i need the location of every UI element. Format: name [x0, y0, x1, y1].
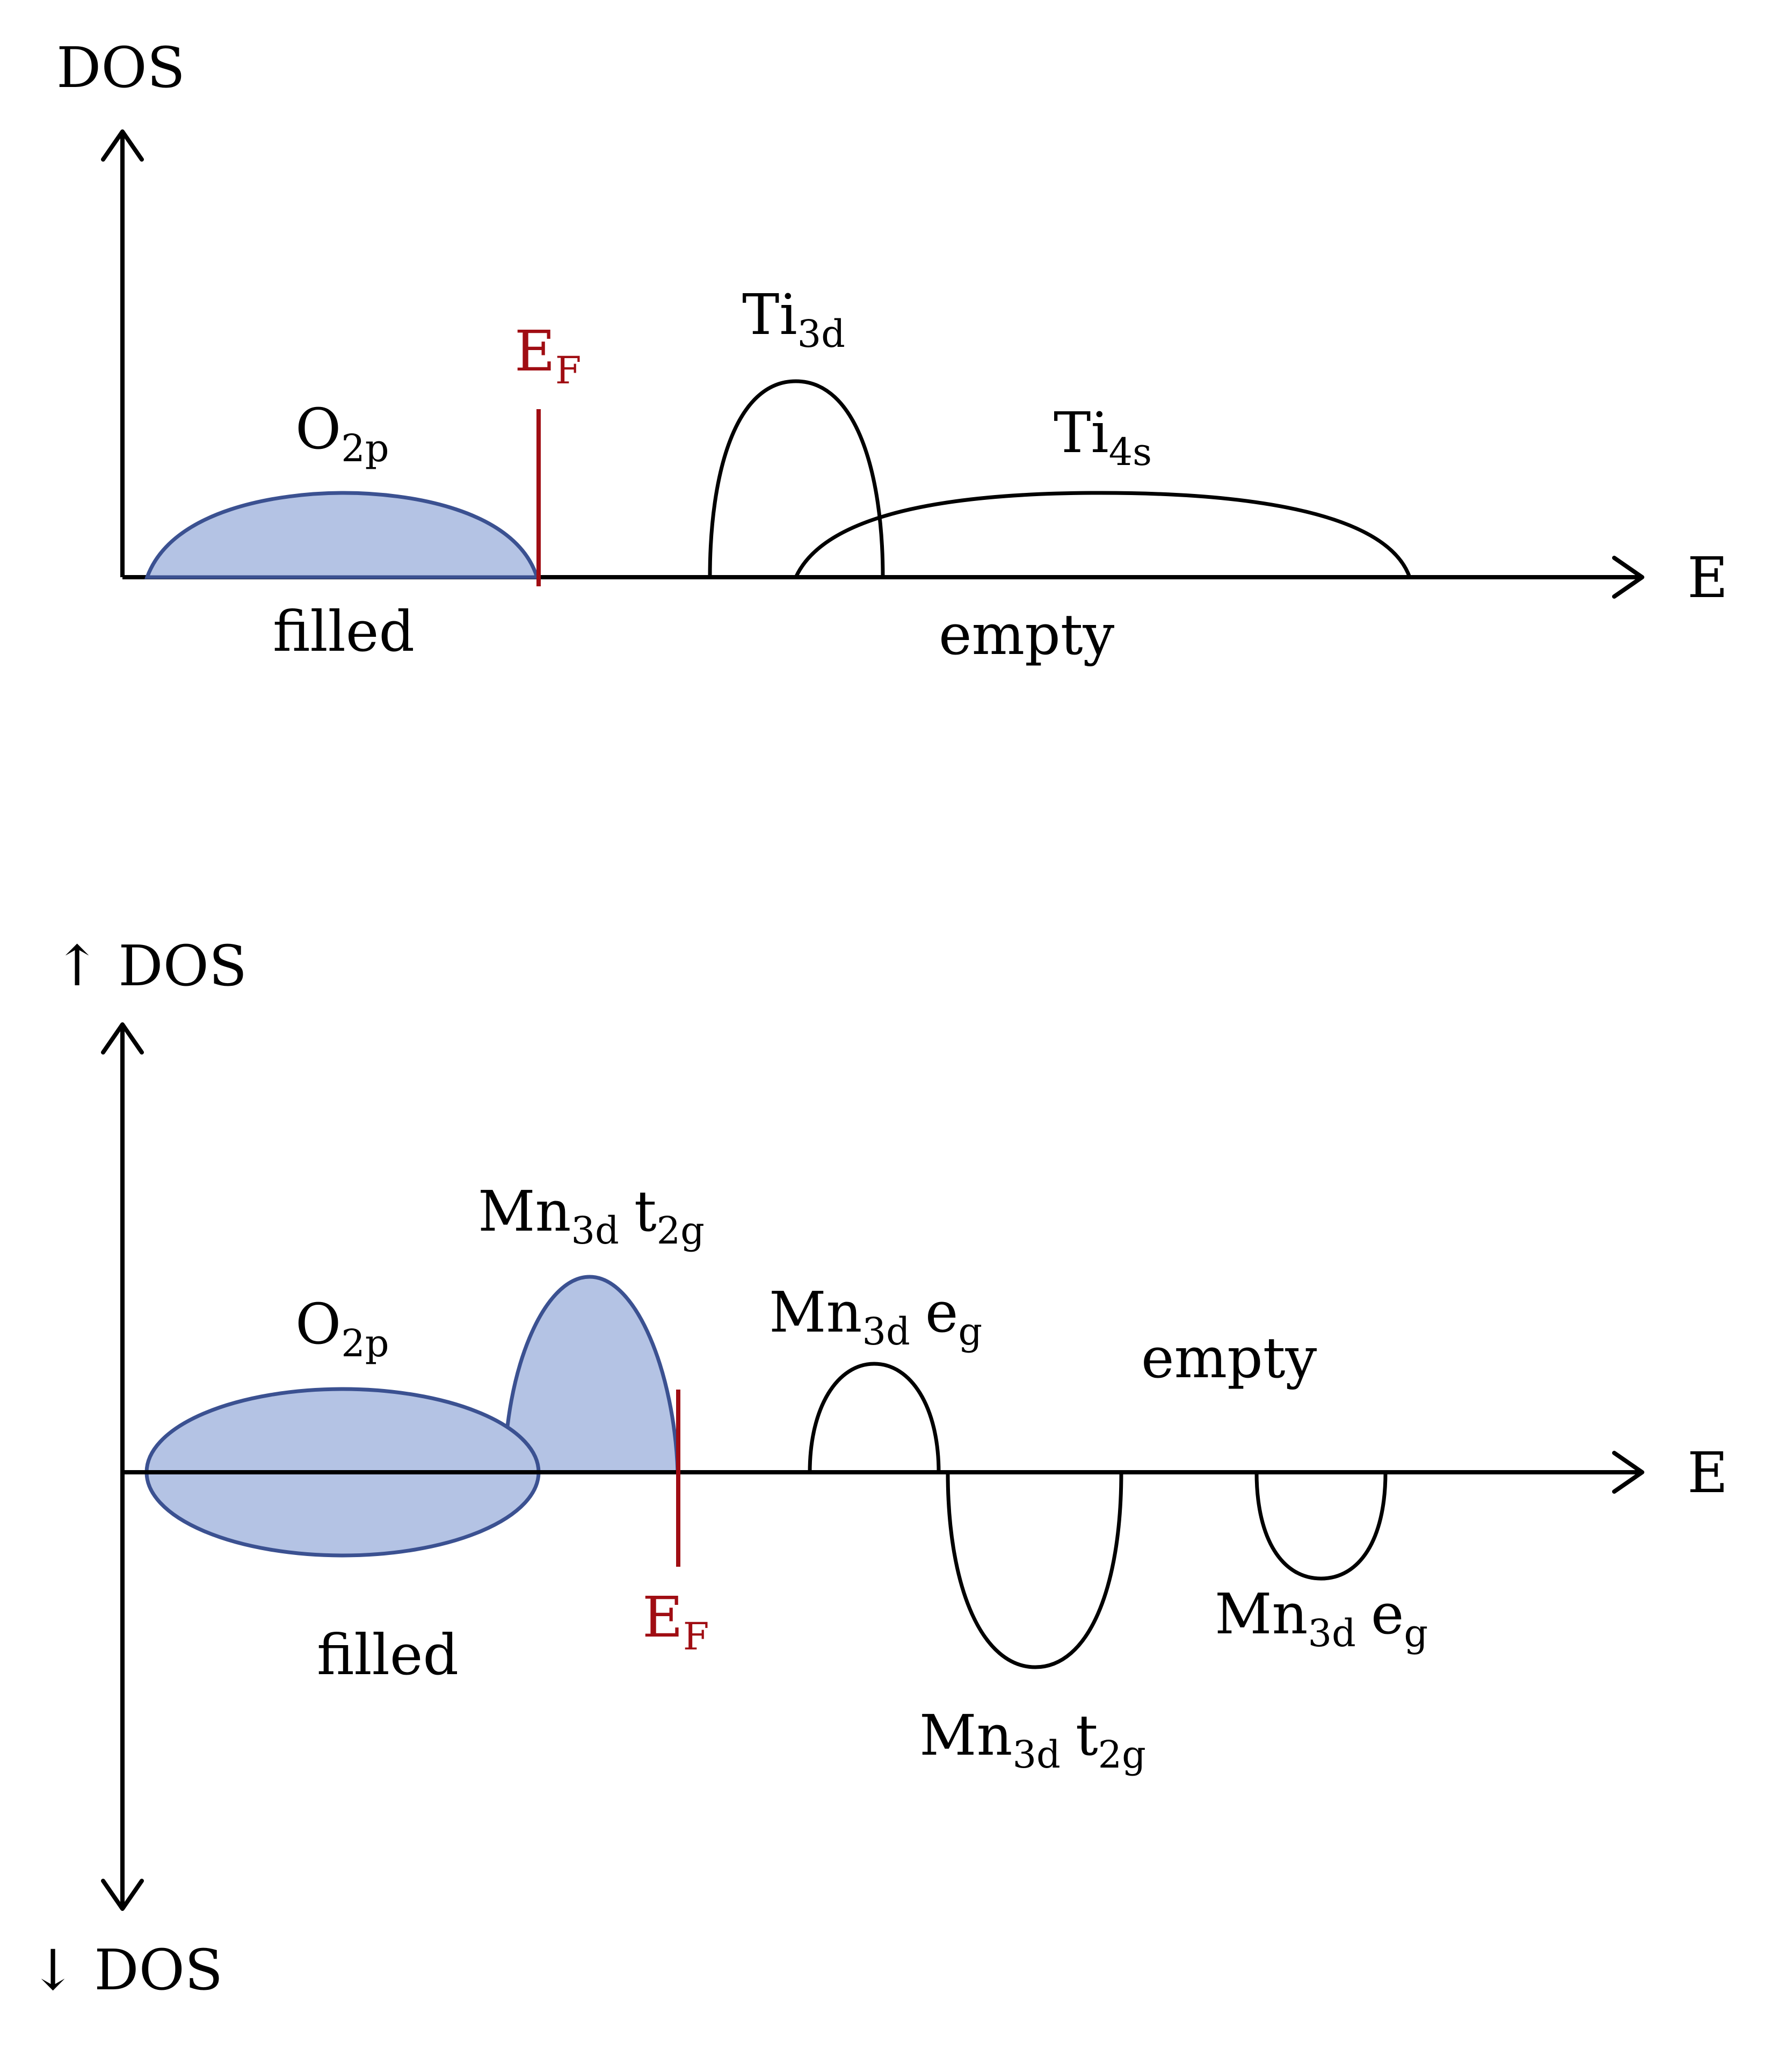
top-ti4s-label: Ti4s	[1054, 400, 1152, 474]
top-ti3d-label: Ti3d	[742, 282, 845, 356]
top-y-axis-label: DOS	[56, 35, 185, 100]
bottom-mn3d-t2g-up-band	[503, 1275, 680, 1474]
bottom-mn3d-eg-up-band	[808, 1362, 941, 1473]
bottom-y-axis-down-label: ↓ DOS	[30, 1937, 223, 2003]
bottom-filled-label: filled	[317, 1622, 459, 1688]
top-o2p-band	[144, 491, 540, 579]
bottom-x-axis-label: E	[1687, 1440, 1728, 1506]
top-panel: DOS E EF O2p Ti3d Ti4s filled empty	[56, 35, 1728, 667]
bottom-o2p-label: O2p	[295, 1291, 389, 1365]
bottom-mn3d-eg-down-band	[1254, 1472, 1388, 1581]
bottom-mn3d-t2g-down-band	[946, 1472, 1123, 1669]
top-o2p-label: O2p	[295, 396, 389, 470]
bottom-fermi-level-label: EF	[642, 1584, 709, 1659]
top-fermi-level-label: EF	[514, 318, 582, 392]
top-x-axis-label: E	[1687, 545, 1728, 610]
top-ti4s-band	[794, 491, 1412, 578]
top-ti3d-band	[708, 379, 885, 578]
bottom-empty-label: empty	[1141, 1325, 1317, 1391]
bottom-y-axis-up-label: ↑ DOS	[54, 933, 247, 999]
top-filled-label: filled	[273, 599, 415, 664]
top-empty-label: empty	[939, 602, 1115, 667]
